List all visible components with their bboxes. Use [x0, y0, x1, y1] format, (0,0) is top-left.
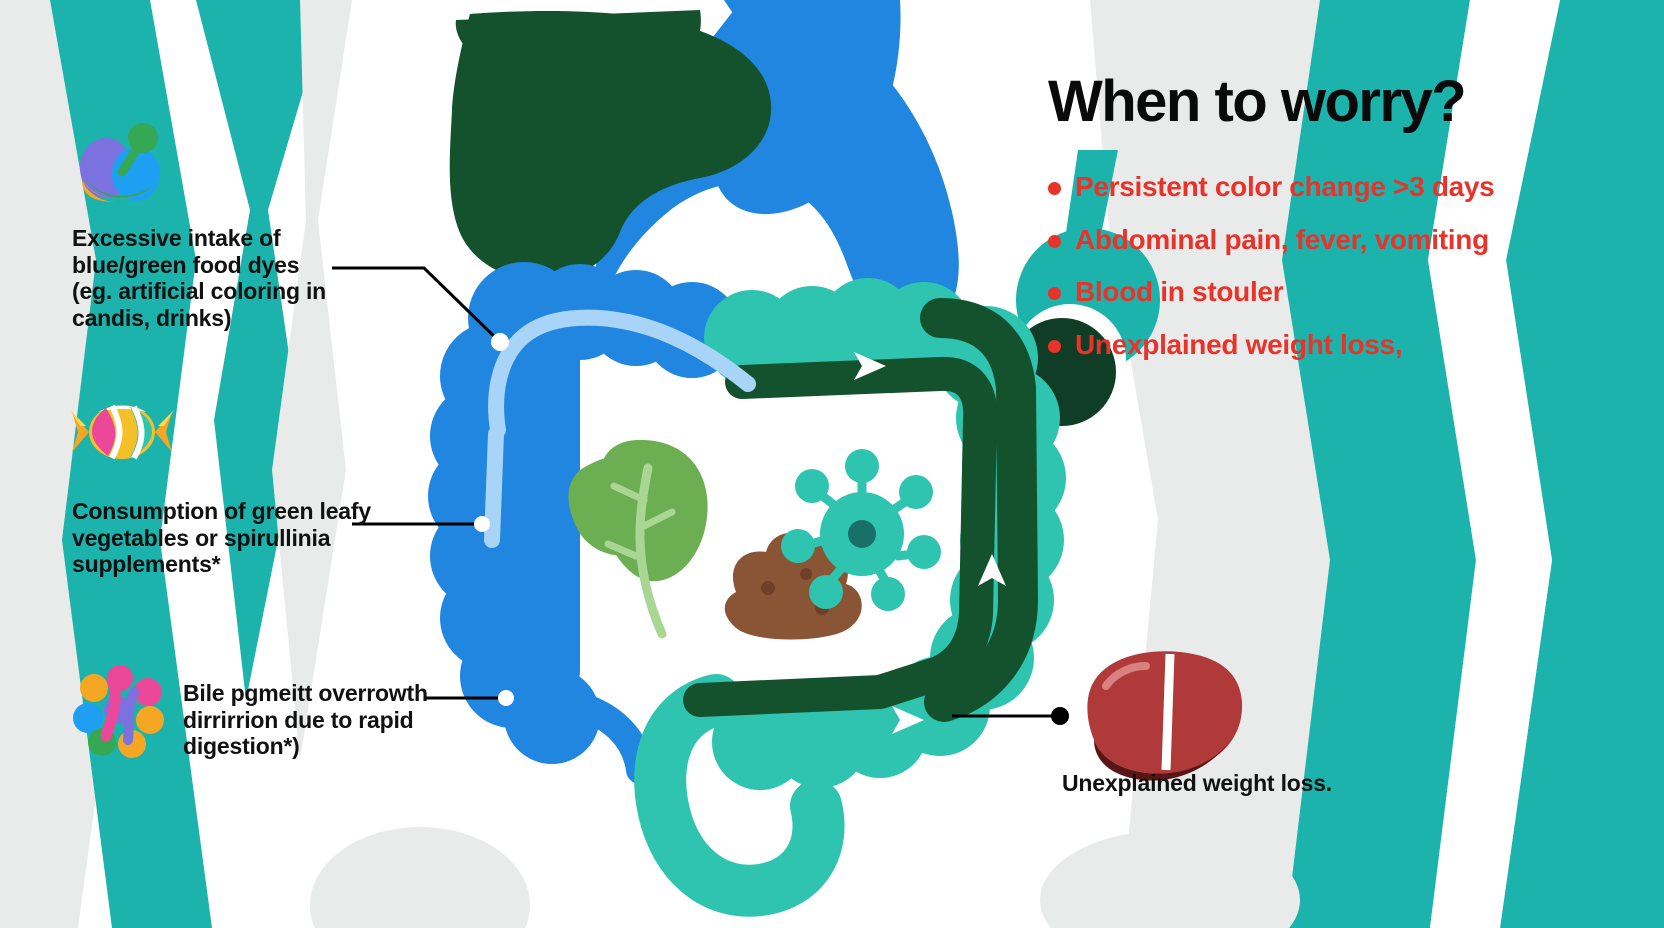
label-line: supplements* [72, 551, 221, 578]
warning-list-item: Unexplained weight loss, [1048, 328, 1648, 362]
liver-icon [1087, 651, 1243, 781]
warning-list-item: Abdominal pain, fever, vomiting [1048, 223, 1648, 257]
bullet-dot-icon [1048, 182, 1061, 195]
left-teal-wedge [196, 0, 330, 700]
label-line: vegetables or spirullinia [72, 524, 331, 551]
leader-endpoint-dyes [491, 333, 509, 351]
bullet-dot-icon [1048, 287, 1061, 301]
right-teal-ribbon [1282, 0, 1476, 928]
warning-text: Persistent color change >3 days [1075, 171, 1495, 202]
liver-caption: Unexplained weight loss. [1062, 770, 1332, 797]
label-line: digestion*) [183, 733, 300, 760]
broccoli-sprout-icon [72, 118, 164, 209]
candy-icon [68, 392, 176, 475]
colon-inner-track-light-2 [484, 426, 504, 548]
label-line: blue/green food dyes [72, 251, 300, 278]
bottom-left-grey-blob [310, 827, 530, 928]
small-intestine [634, 674, 845, 917]
warning-list: Persistent color change >3 days Abdomina… [1048, 170, 1648, 380]
warning-list-item: Persistent color change >3 days [1048, 170, 1648, 204]
liver-organ [449, 10, 772, 281]
liver-upper-lobe [455, 10, 701, 85]
leader-endpoint-greens [474, 516, 490, 532]
label-line: (eg. artificial coloring in [72, 278, 327, 305]
colon-inner-track-light [488, 309, 756, 438]
right-white-stripe [1428, 0, 1560, 928]
left-grey-wedge [272, 0, 352, 760]
warning-text: Blood in stouler [1075, 276, 1284, 308]
right-teal-far-band [1500, 0, 1664, 928]
microbes-icon [68, 662, 176, 763]
label-line: Consumption of green leafy [72, 498, 371, 524]
flow-arrow-2 [978, 554, 1006, 586]
leader-line-dyes [332, 266, 502, 344]
warning-list-item: Blood in stouler [1048, 275, 1648, 309]
colon-outer-lining [920, 298, 1039, 722]
stomach-fundus [713, 0, 901, 215]
label-excessive-dye-intake: Excessive intake of blue/green food dyes… [72, 225, 326, 332]
label-green-leafy-consumption: Consumption of green leafy vegetables or… [72, 498, 371, 578]
label-line: Bile pgmeitt overrowth [183, 680, 428, 706]
colon-inner-lining [683, 356, 998, 717]
leader-endpoint-liver [1051, 707, 1069, 725]
label-bile-pigment: Bile pgmeitt overrowth dirrirrion due to… [183, 680, 428, 760]
flow-arrow-3 [892, 706, 924, 734]
bottom-right-grey-blob [1040, 830, 1300, 928]
leader-endpoint-bile [498, 690, 514, 706]
bullet-dot-icon [1048, 339, 1061, 353]
page-title: When to worry? [1048, 69, 1467, 134]
warning-text: Unexplained weight loss, [1075, 328, 1403, 360]
label-line: candis, drinks) [72, 305, 232, 332]
flow-arrow-1 [854, 352, 886, 380]
microbe-cluster-icon [781, 449, 941, 611]
bullet-dot-icon [1048, 234, 1061, 248]
label-line: Excessive intake of [72, 225, 281, 251]
liver-caption-text: Unexplained weight loss. [1062, 770, 1332, 796]
label-line: dirrirrion due to rapid [183, 706, 414, 733]
warning-text: Abdominal pain, fever, vomiting [1075, 223, 1489, 255]
spinach-leaf-icon [568, 439, 708, 639]
